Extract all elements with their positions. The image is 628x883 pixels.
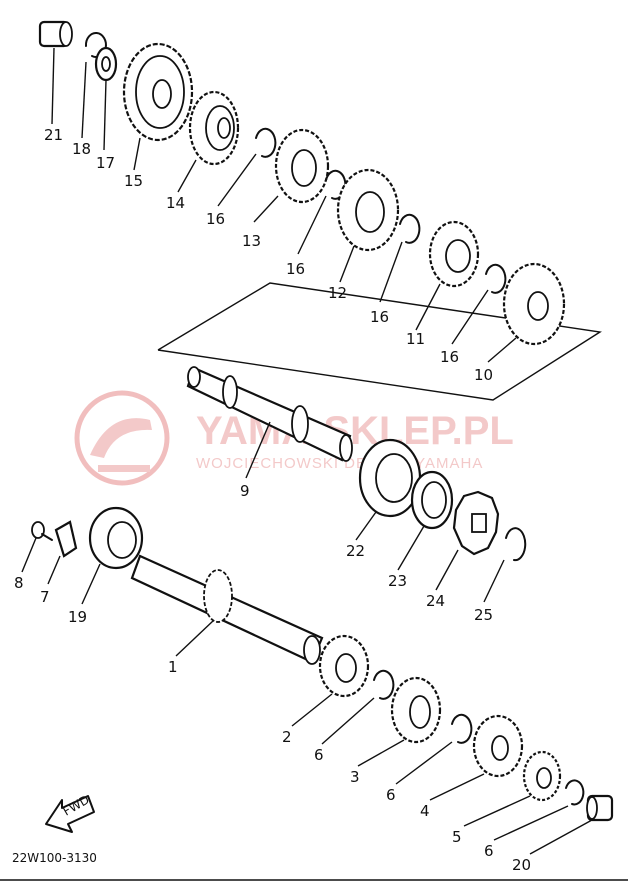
- part-20-bearing: [586, 794, 614, 822]
- watermark-site: YAMA-SKLEP.PL: [196, 409, 514, 453]
- callout-numbers: 21 18 17 15 14 16 13 16 12 16 11 16 10 9…: [14, 126, 531, 874]
- callout-25: 25: [474, 606, 493, 624]
- callout-18: 18: [72, 140, 91, 158]
- part-16-circlip-d: [485, 263, 507, 294]
- diagram-code: 22W100-3130: [12, 851, 97, 865]
- callout-1: 1: [168, 658, 178, 676]
- part-8-bolt: [31, 521, 53, 541]
- part-6-circlip-b: [451, 713, 473, 744]
- part-9-drive-axle: [186, 366, 353, 462]
- callout-6-a: 6: [314, 746, 324, 764]
- callout-15: 15: [124, 172, 143, 190]
- part-12-gear: [336, 168, 400, 252]
- callout-3: 3: [350, 768, 360, 786]
- part-25-circlip: [505, 527, 527, 562]
- callout-16-b: 16: [286, 260, 305, 278]
- callout-10: 10: [474, 366, 493, 384]
- callout-16-a: 16: [206, 210, 225, 228]
- callout-24: 24: [426, 592, 445, 610]
- leader-lines: [21, 47, 593, 855]
- part-22-bearing: [358, 438, 422, 518]
- part-5-gear: [522, 750, 562, 802]
- callout-5: 5: [452, 828, 462, 846]
- part-2-gear: [318, 634, 370, 698]
- part-7-plate: [54, 520, 78, 558]
- part-23-oil-seal: [410, 470, 454, 530]
- callout-16-d: 16: [440, 348, 459, 366]
- callout-8: 8: [14, 574, 24, 592]
- callout-9: 9: [240, 482, 250, 500]
- part-1-main-axle: [130, 554, 324, 665]
- part-16-circlip-c: [399, 213, 421, 244]
- part-10-gear: [502, 262, 566, 346]
- callout-4: 4: [420, 802, 430, 820]
- callout-22: 22: [346, 542, 365, 560]
- part-16-circlip-a: [255, 127, 277, 158]
- callout-11: 11: [406, 330, 425, 348]
- callout-20: 20: [512, 856, 531, 874]
- fwd-arrow-icon: FWD: [45, 792, 95, 833]
- callout-12: 12: [328, 284, 347, 302]
- callout-13: 13: [242, 232, 261, 250]
- part-17-washer: [94, 46, 118, 82]
- callout-6-c: 6: [484, 842, 494, 860]
- watermark-logo-icon: [74, 390, 170, 486]
- group-outline: [157, 282, 602, 401]
- part-6-circlip-a: [373, 669, 395, 700]
- callout-19: 19: [68, 608, 87, 626]
- part-24-sprocket: [452, 490, 500, 556]
- part-3-gear: [390, 676, 442, 744]
- callout-6-b: 6: [386, 786, 396, 804]
- part-4-gear: [472, 714, 524, 778]
- part-14-gear: [188, 90, 240, 166]
- part-21-bearing: [38, 20, 73, 48]
- callout-17: 17: [96, 154, 115, 172]
- callout-2: 2: [282, 728, 292, 746]
- part-13-gear: [274, 128, 330, 204]
- part-19-bearing: [88, 506, 144, 570]
- part-6-circlip-c: [565, 779, 585, 806]
- callout-23: 23: [388, 572, 407, 590]
- part-11-gear: [428, 220, 480, 288]
- callout-21: 21: [44, 126, 63, 144]
- callout-7: 7: [40, 588, 50, 606]
- callout-16-c: 16: [370, 308, 389, 326]
- callout-14: 14: [166, 194, 185, 212]
- part-15-gear: [122, 42, 194, 142]
